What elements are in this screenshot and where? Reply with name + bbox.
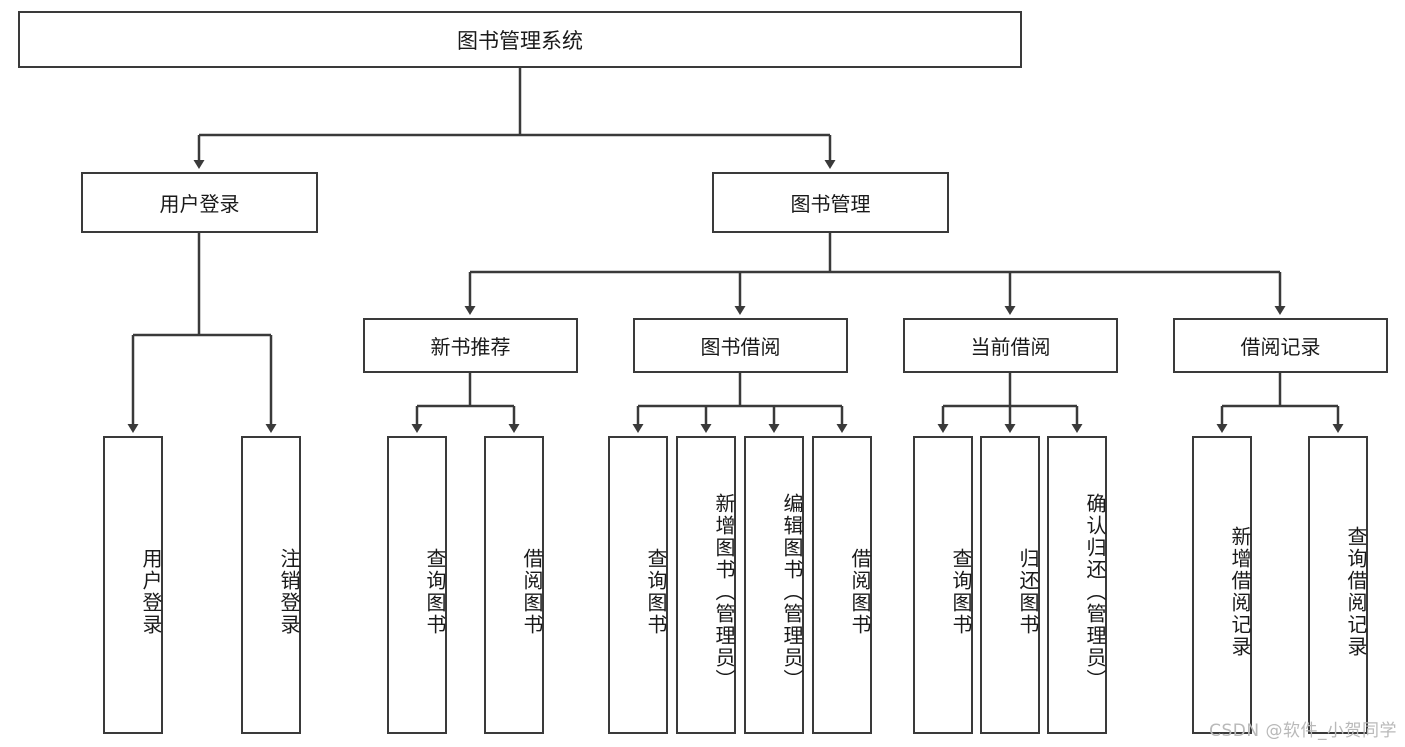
node-label: 借阅图书 bbox=[520, 548, 544, 636]
node-label: 编辑图书（管理员） bbox=[780, 493, 804, 691]
node-label: 注销登录 bbox=[277, 548, 301, 636]
leaf-query-book-current[interactable]: 查询图书 bbox=[913, 436, 973, 734]
leaf-query-borrow-record[interactable]: 查询借阅记录 bbox=[1308, 436, 1368, 734]
leaf-user-login[interactable]: 用户登录 bbox=[103, 436, 163, 734]
node-book-management-module[interactable]: 图书管理 bbox=[712, 172, 949, 233]
leaf-borrow-book[interactable]: 借阅图书 bbox=[812, 436, 872, 734]
leaf-return-book[interactable]: 归还图书 bbox=[980, 436, 1040, 734]
node-label: 当前借阅 bbox=[970, 335, 1051, 359]
leaf-edit-book-admin[interactable]: 编辑图书（管理员） bbox=[744, 436, 804, 734]
node-label: 用户登录 bbox=[139, 548, 163, 636]
node-label: 借阅记录 bbox=[1240, 335, 1321, 359]
leaf-confirm-return-admin[interactable]: 确认归还（管理员） bbox=[1047, 436, 1107, 734]
node-label: 图书管理系统 bbox=[457, 28, 583, 53]
leaf-add-borrow-record[interactable]: 新增借阅记录 bbox=[1192, 436, 1252, 734]
node-label: 新书推荐 bbox=[430, 335, 511, 359]
node-label: 图书管理 bbox=[790, 192, 871, 216]
node-book-borrow[interactable]: 图书借阅 bbox=[633, 318, 848, 373]
leaf-add-book-admin[interactable]: 新增图书（管理员） bbox=[676, 436, 736, 734]
node-label: 新增图书（管理员） bbox=[712, 493, 736, 691]
leaf-query-book[interactable]: 查询图书 bbox=[608, 436, 668, 734]
node-label: 查询图书 bbox=[644, 548, 668, 636]
node-label: 查询借阅记录 bbox=[1344, 526, 1368, 658]
node-borrow-record[interactable]: 借阅记录 bbox=[1173, 318, 1388, 373]
leaf-query-book-new[interactable]: 查询图书 bbox=[387, 436, 447, 734]
node-user-login-module[interactable]: 用户登录 bbox=[81, 172, 318, 233]
node-new-book-recommend[interactable]: 新书推荐 bbox=[363, 318, 578, 373]
leaf-borrow-book-new[interactable]: 借阅图书 bbox=[484, 436, 544, 734]
node-label: 借阅图书 bbox=[848, 548, 872, 636]
node-label: 用户登录 bbox=[159, 192, 240, 216]
watermark-text: CSDN @软件_小贺同学 bbox=[1209, 721, 1397, 741]
node-label: 查询图书 bbox=[423, 548, 447, 636]
node-label: 图书借阅 bbox=[700, 335, 781, 359]
node-label: 归还图书 bbox=[1016, 548, 1040, 636]
node-root-system[interactable]: 图书管理系统 bbox=[18, 11, 1022, 68]
node-label: 确认归还（管理员） bbox=[1083, 493, 1107, 691]
node-label: 查询图书 bbox=[949, 548, 973, 636]
leaf-user-logout[interactable]: 注销登录 bbox=[241, 436, 301, 734]
node-label: 新增借阅记录 bbox=[1228, 526, 1252, 658]
node-current-borrow[interactable]: 当前借阅 bbox=[903, 318, 1118, 373]
